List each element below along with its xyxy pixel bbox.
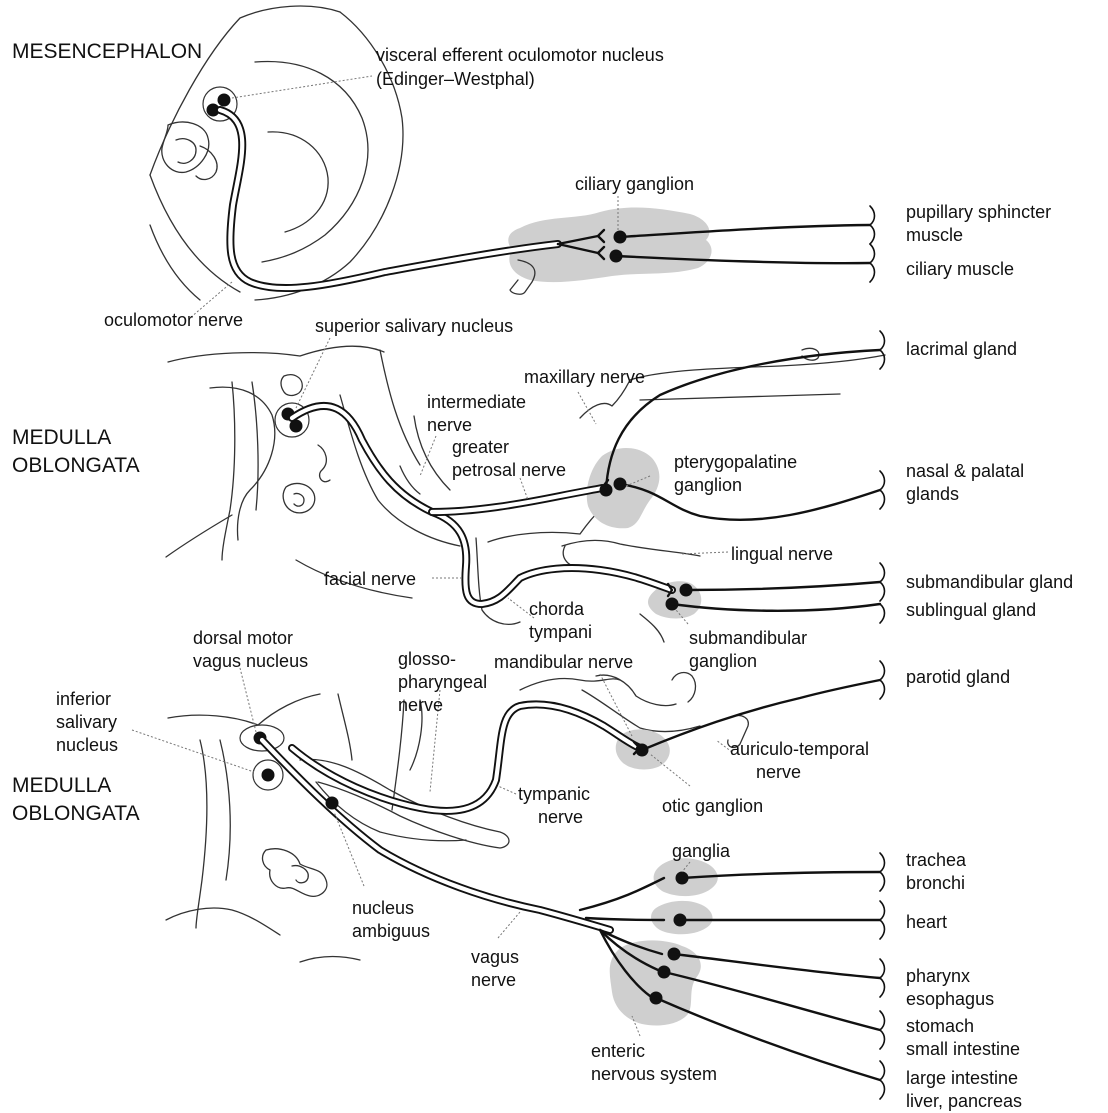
label-pterygopalatine-ganglion-line1: pterygopalatine bbox=[674, 451, 797, 474]
region-mesencephalon: MESENCEPHALON bbox=[12, 38, 202, 65]
label-ganglia: ganglia bbox=[672, 840, 730, 863]
target-heart: heart bbox=[906, 911, 947, 934]
label-superior-salivary-nucleus: superior salivary nucleus bbox=[315, 315, 513, 338]
label-mandibular-nerve: mandibular nerve bbox=[494, 651, 633, 674]
lower-medulla-endings bbox=[880, 661, 885, 1099]
ciliary-endings bbox=[870, 206, 875, 282]
target-pupillary-sphincter-line1: pupillary sphincter bbox=[906, 201, 1051, 224]
target-trachea-line1: trachea bbox=[906, 849, 966, 872]
upper-medulla-endings bbox=[880, 331, 885, 623]
region-medulla-lower-line1: MEDULLA bbox=[12, 772, 111, 799]
label-vagus-nerve-line1: vagus bbox=[471, 946, 519, 969]
label-chorda-tympani-line1: chorda bbox=[529, 598, 584, 621]
target-submandibular-gland: submandibular gland bbox=[906, 571, 1073, 594]
target-nasal-palatal-line1: nasal & palatal bbox=[906, 460, 1024, 483]
label-submandibular-ganglion-line2: ganglion bbox=[689, 650, 757, 673]
label-otic-ganglion: otic ganglion bbox=[662, 795, 763, 818]
label-nucleus-ambiguus-line2: ambiguus bbox=[352, 920, 430, 943]
label-inferior-salivary-line2: salivary bbox=[56, 711, 117, 734]
label-tympanic-nerve-line2: nerve bbox=[538, 806, 583, 829]
target-trachea-line2: bronchi bbox=[906, 872, 965, 895]
target-large-intestine-line1: large intestine bbox=[906, 1067, 1018, 1090]
label-submandibular-ganglion-line1: submandibular bbox=[689, 627, 807, 650]
target-stomach-line1: stomach bbox=[906, 1015, 974, 1038]
inferior-salivary-nucleus bbox=[253, 760, 283, 790]
target-pharynx-line2: esophagus bbox=[906, 988, 994, 1011]
label-enteric-line2: nervous system bbox=[591, 1063, 717, 1086]
label-edinger-westphal-line2: (Edinger–Westphal) bbox=[376, 68, 535, 91]
label-glossopharyngeal-line2: pharyngeal bbox=[398, 671, 487, 694]
label-nucleus-ambiguus-line1: nucleus bbox=[352, 897, 414, 920]
label-maxillary-nerve: maxillary nerve bbox=[524, 366, 645, 389]
label-edinger-westphal-line1: visceral efferent oculomotor nucleus bbox=[376, 44, 664, 67]
label-dorsal-motor-vagus-line1: dorsal motor bbox=[193, 627, 293, 650]
label-inferior-salivary-line1: inferior bbox=[56, 688, 111, 711]
target-ciliary-muscle: ciliary muscle bbox=[906, 258, 1014, 281]
label-auriculotemporal-line1: auriculo-temporal bbox=[730, 738, 869, 761]
target-stomach-line2: small intestine bbox=[906, 1038, 1020, 1061]
label-lingual-nerve: lingual nerve bbox=[731, 543, 833, 566]
target-pupillary-sphincter-line2: muscle bbox=[906, 224, 963, 247]
label-oculomotor-nerve: oculomotor nerve bbox=[104, 309, 243, 332]
oculomotor-nerve bbox=[220, 110, 558, 288]
label-glossopharyngeal-line1: glosso- bbox=[398, 648, 456, 671]
label-auriculotemporal-line2: nerve bbox=[756, 761, 801, 784]
target-parotid-gland: parotid gland bbox=[906, 666, 1010, 689]
region-medulla-lower-line2: OBLONGATA bbox=[12, 800, 140, 827]
target-pharynx-line1: pharynx bbox=[906, 965, 970, 988]
target-large-intestine-line2: liver, pancreas bbox=[906, 1090, 1022, 1113]
label-tympanic-nerve-line1: tympanic bbox=[518, 783, 590, 806]
label-intermediate-nerve-line2: nerve bbox=[427, 414, 472, 437]
label-greater-petrosal-nerve-line2: petrosal nerve bbox=[452, 459, 566, 482]
nucleus-ambiguus-dot bbox=[326, 797, 339, 810]
label-enteric-line1: enteric bbox=[591, 1040, 645, 1063]
label-intermediate-nerve-line1: intermediate bbox=[427, 391, 526, 414]
region-medulla-upper-line2: OBLONGATA bbox=[12, 452, 140, 479]
label-facial-nerve: facial nerve bbox=[324, 568, 416, 591]
target-nasal-palatal-line2: glands bbox=[906, 483, 959, 506]
label-ciliary-ganglion: ciliary ganglion bbox=[575, 173, 694, 196]
label-inferior-salivary-line3: nucleus bbox=[56, 734, 118, 757]
label-dorsal-motor-vagus-line2: vagus nucleus bbox=[193, 650, 308, 673]
label-greater-petrosal-nerve-line1: greater bbox=[452, 436, 509, 459]
region-medulla-upper-line1: MEDULLA bbox=[12, 424, 111, 451]
label-chorda-tympani-line2: tympani bbox=[529, 621, 592, 644]
label-glossopharyngeal-line3: nerve bbox=[398, 694, 443, 717]
label-pterygopalatine-ganglion-line2: ganglion bbox=[674, 474, 742, 497]
label-vagus-nerve-line2: nerve bbox=[471, 969, 516, 992]
target-lacrimal-gland: lacrimal gland bbox=[906, 338, 1017, 361]
target-sublingual-gland: sublingual gland bbox=[906, 599, 1036, 622]
